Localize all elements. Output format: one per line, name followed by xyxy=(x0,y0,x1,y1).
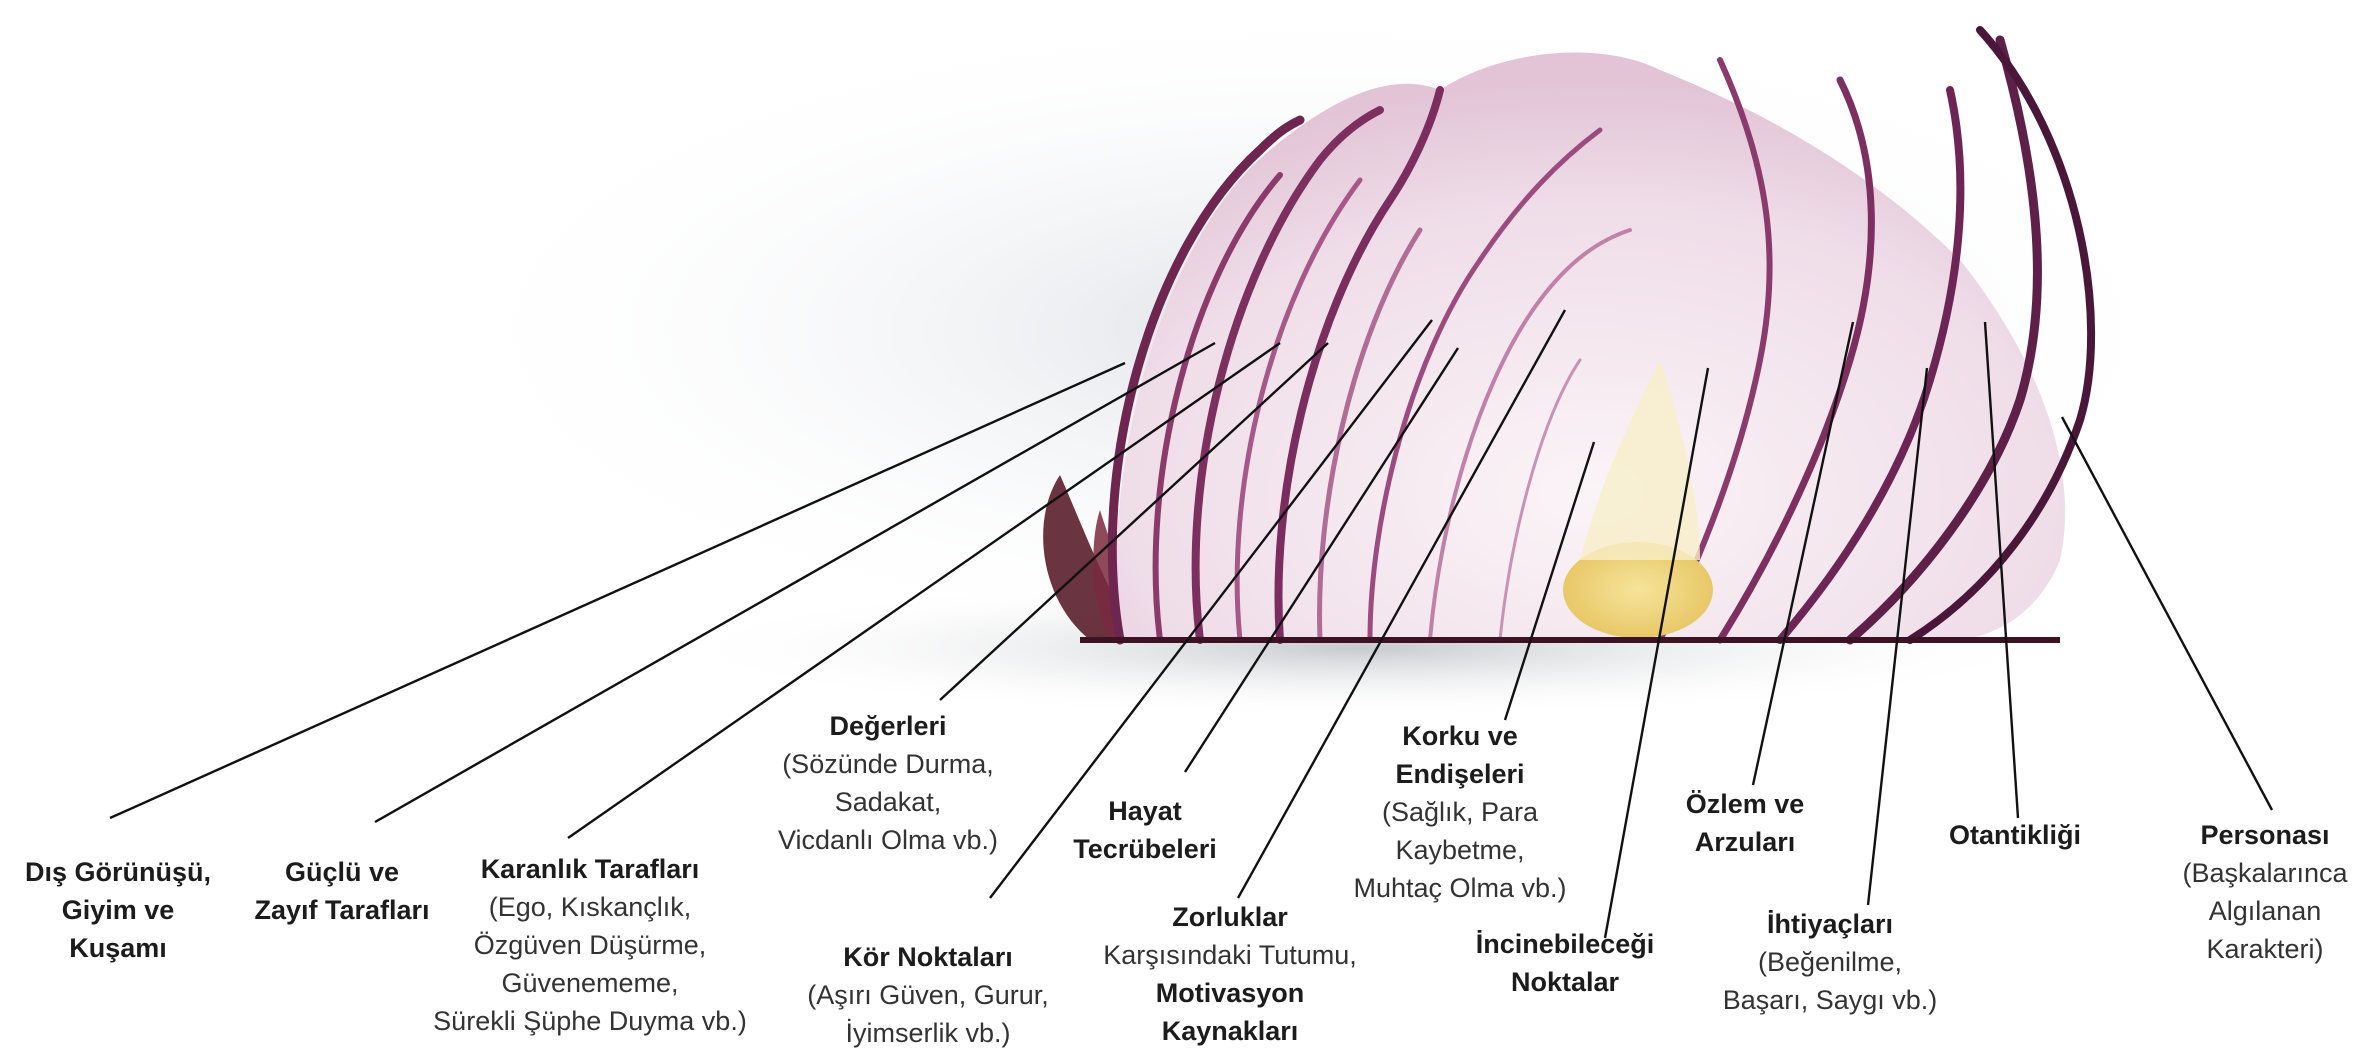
label-zorluklar-title-2: Motivasyon xyxy=(1065,974,1395,1012)
label-otantikligi: Otantikliği xyxy=(1915,816,2115,854)
label-korku-sub-3: Muhtaç Olma vb.) xyxy=(1320,869,1600,907)
label-zorluklar: Zorluklar Karşısındaki Tutumu, Motivasyo… xyxy=(1065,898,1395,1050)
label-ozlem-arzulari: Özlem ve Arzuları xyxy=(1645,785,1845,861)
label-korku-title-1: Korku ve xyxy=(1320,717,1600,755)
label-hayat-tecrubeleri: Hayat Tecrübeleri xyxy=(1040,792,1250,868)
label-zorluklar-sub-1: Karşısındaki Tutumu, xyxy=(1065,936,1395,974)
label-dis-title-1: Dış Görünüşü, xyxy=(0,853,238,891)
label-kor-sub-2: İyimserlik vb.) xyxy=(778,1014,1078,1052)
label-incinebilecegi-noktalar: İncinebileceği Noktalar xyxy=(1430,925,1700,1001)
label-zorluklar-title-3: Kaynakları xyxy=(1065,1012,1395,1050)
label-karanlik-sub-4: Sürekli Şüphe Duyma vb.) xyxy=(405,1002,775,1040)
label-ozlem-title-1: Özlem ve xyxy=(1645,785,1845,823)
label-hayat-title-1: Hayat xyxy=(1040,792,1250,830)
label-degerleri: Değerleri (Sözünde Durma, Sadakat, Vicda… xyxy=(748,707,1028,859)
label-personasi-sub-1: (Başkalarınca xyxy=(2165,854,2365,892)
label-personasi-sub-2: Algılanan xyxy=(2165,892,2365,930)
label-personasi-title: Personası xyxy=(2165,816,2365,854)
label-incinebilecegi-title-2: Noktalar xyxy=(1430,963,1700,1001)
label-karanlik-sub-3: Güvenememe, xyxy=(405,964,775,1002)
label-dis-title-2: Giyim ve xyxy=(0,891,238,929)
label-personasi-sub-3: Karakteri) xyxy=(2165,930,2365,968)
label-korku-sub-1: (Sağlık, Para xyxy=(1320,793,1600,831)
label-korku-endiseleri: Korku ve Endişeleri (Sağlık, Para Kaybet… xyxy=(1320,717,1600,907)
label-kor-title: Kör Noktaları xyxy=(778,938,1078,976)
label-ihtiyaclari-sub-2: Başarı, Saygı vb.) xyxy=(1705,981,1955,1019)
label-kor-sub-1: (Aşırı Güven, Gurur, xyxy=(778,976,1078,1014)
label-degerleri-title: Değerleri xyxy=(748,707,1028,745)
label-ihtiyaclari-sub-1: (Beğenilme, xyxy=(1705,943,1955,981)
label-kor-noktalari: Kör Noktaları (Aşırı Güven, Gurur, İyims… xyxy=(778,938,1078,1052)
label-dis-gorunusu: Dış Görünüşü, Giyim ve Kuşamı xyxy=(0,853,238,967)
label-ihtiyaclari-title: İhtiyaçları xyxy=(1705,905,1955,943)
label-ozlem-title-2: Arzuları xyxy=(1645,823,1845,861)
label-korku-title-2: Endişeleri xyxy=(1320,755,1600,793)
label-incinebilecegi-title-1: İncinebileceği xyxy=(1430,925,1700,963)
label-karanlik-sub-2: Özgüven Düşürme, xyxy=(405,926,775,964)
leader-line-personasi xyxy=(2062,417,2272,810)
label-karanlik-sub-1: (Ego, Kıskançlık, xyxy=(405,888,775,926)
label-dis-title-3: Kuşamı xyxy=(0,929,238,967)
label-karanlik-taraflari: Karanlık Tarafları (Ego, Kıskançlık, Özg… xyxy=(405,850,775,1040)
label-karanlik-title: Karanlık Tarafları xyxy=(405,850,775,888)
label-korku-sub-2: Kaybetme, xyxy=(1320,831,1600,869)
label-degerleri-sub-2: Sadakat, xyxy=(748,783,1028,821)
label-personasi: Personası (Başkalarınca Algılanan Karakt… xyxy=(2165,816,2365,968)
label-degerleri-sub-3: Vicdanlı Olma vb.) xyxy=(748,821,1028,859)
label-otantikligi-title: Otantikliği xyxy=(1915,816,2115,854)
label-degerleri-sub-1: (Sözünde Durma, xyxy=(748,745,1028,783)
label-hayat-title-2: Tecrübeleri xyxy=(1040,830,1250,868)
label-ihtiyaclari: İhtiyaçları (Beğenilme, Başarı, Saygı vb… xyxy=(1705,905,1955,1019)
